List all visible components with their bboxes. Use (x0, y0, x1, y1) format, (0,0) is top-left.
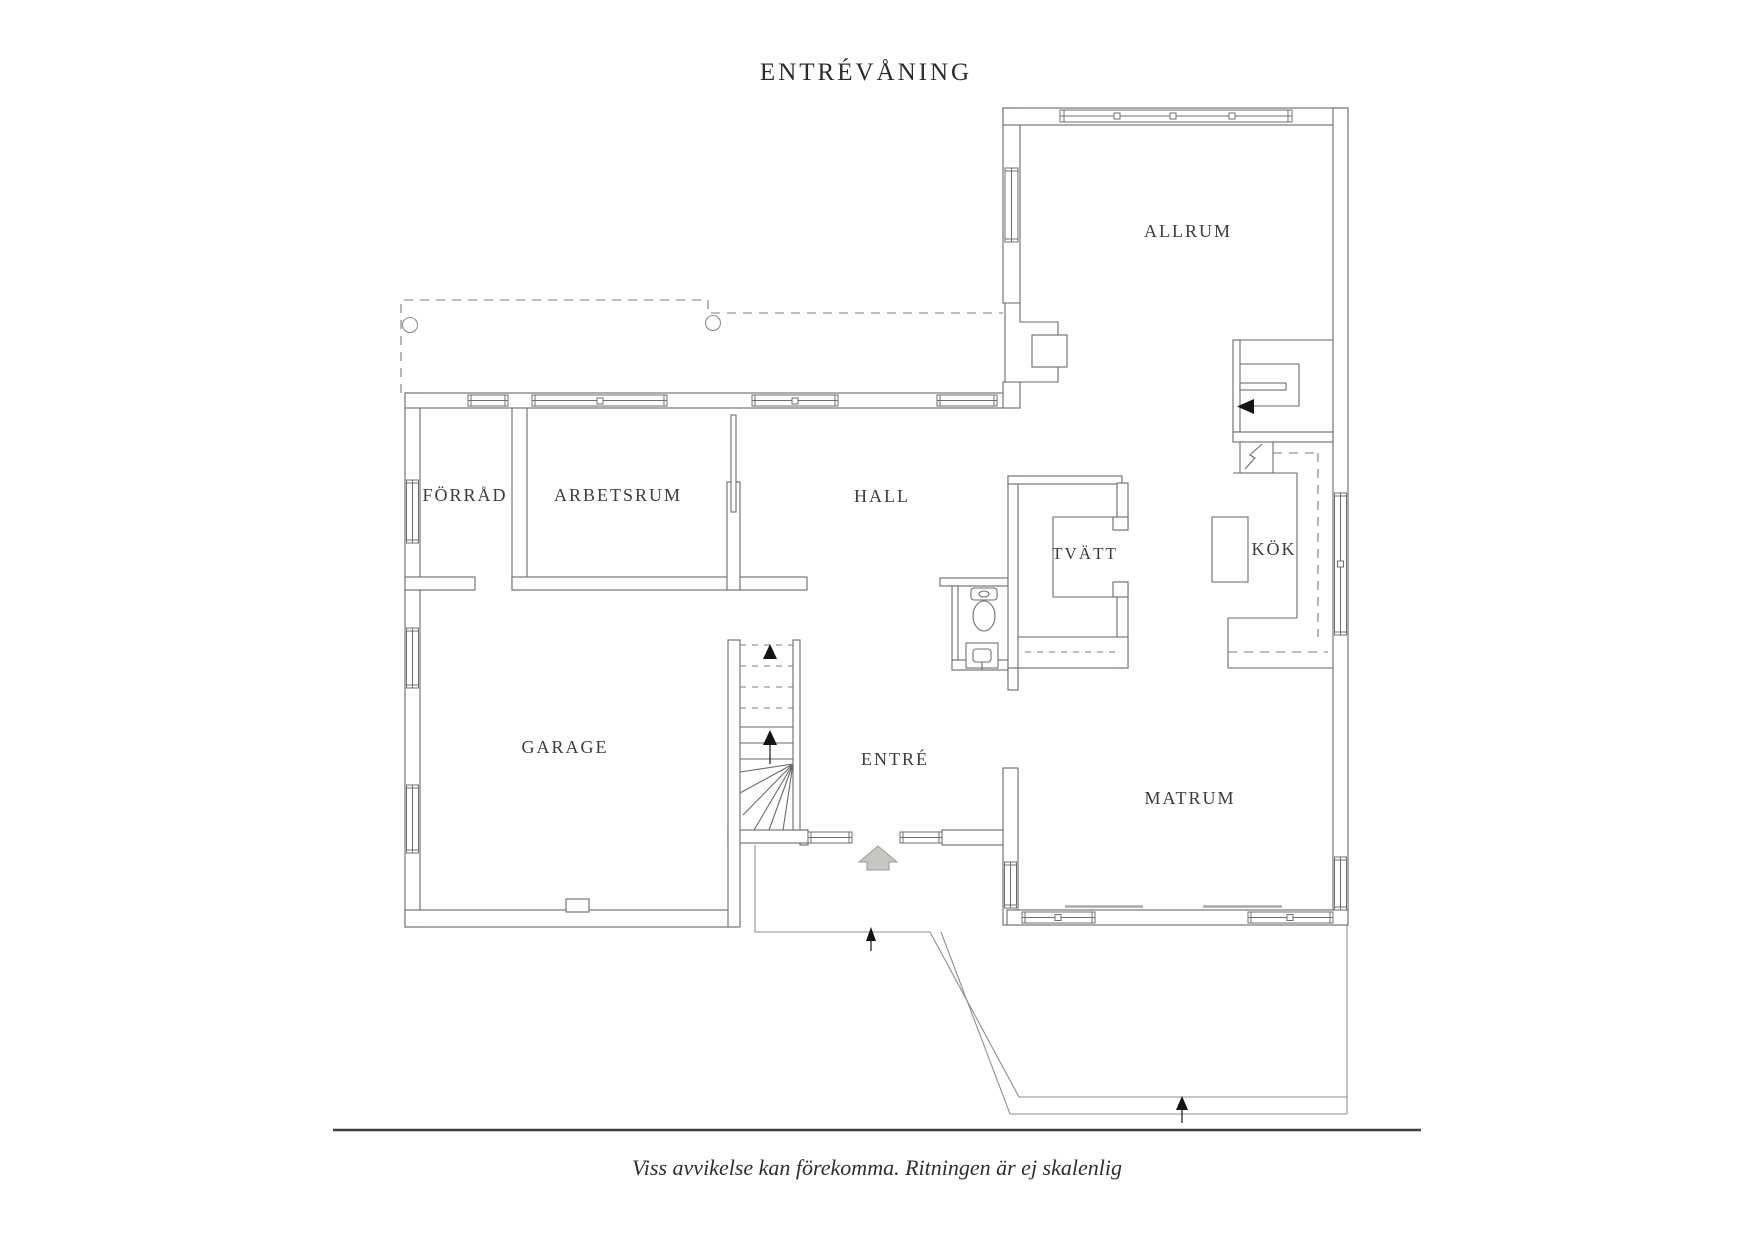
interior-walls (404, 339, 1334, 928)
toilet-icon (972, 600, 996, 632)
room-label-forrad: FÖRRÅD (422, 485, 507, 505)
stair-east-wall (792, 639, 801, 831)
kitchen-counter-outline (1227, 472, 1333, 669)
toilet-button (978, 590, 990, 598)
window-icon (467, 394, 509, 407)
deck-outline (754, 845, 1348, 1123)
tvatt-inner-counter (1052, 516, 1113, 598)
basement-stair-south-wall (1232, 431, 1334, 443)
entre-south-wall-b (941, 829, 1008, 846)
window-icon (807, 831, 853, 844)
window-icon (1021, 911, 1096, 924)
window-icon (1004, 167, 1019, 243)
stair-up-arrow-icon (763, 730, 777, 745)
windows-entre-south (807, 831, 943, 844)
window-icon (1059, 109, 1293, 123)
tvatt-east-return-lower (1112, 581, 1129, 598)
fireplace (1004, 302, 1068, 383)
stair-up-arrow-icon (763, 644, 777, 659)
window-icon (406, 479, 419, 544)
labels: ENTRÉVÅNING ALLRUM FÖRRÅD ARBETSRUM HALL… (422, 58, 1297, 808)
wc-fixtures (965, 587, 999, 670)
window-icon (406, 627, 419, 689)
tvatt-north-wall (1007, 475, 1123, 485)
wc-west-wall (951, 585, 959, 661)
page-title: ENTRÉVÅNING (760, 58, 972, 86)
room-label-allrum: ALLRUM (1144, 221, 1232, 241)
windows-west-wall (406, 479, 419, 854)
window-icon (899, 831, 943, 844)
footer: Viss avvikelse kan förekomma. Ritningen … (333, 1128, 1421, 1180)
room-label-hall: HALL (854, 486, 910, 506)
windows-allrum-north (1059, 109, 1293, 123)
window-icon (1334, 492, 1347, 636)
carport-overhang (400, 299, 1003, 393)
kitchen-island-icon (1211, 516, 1249, 583)
garage-north-wall-b (511, 576, 808, 591)
stair-west-wall (727, 639, 741, 928)
window-icon (1334, 856, 1347, 911)
room-label-tvatt: TVÄTT (1052, 544, 1118, 563)
basement-staircase (1237, 363, 1300, 414)
forrad-east-wall (511, 407, 528, 591)
wc-north-wall (939, 577, 1009, 587)
porch-step-arrow-icon (866, 927, 876, 941)
carport-post-icon (704, 314, 722, 332)
footer-disclaimer: Viss avvikelse kan förekomma. Ritningen … (632, 1155, 1122, 1180)
window-icon (1247, 911, 1334, 924)
basement-stair-west-wall (1232, 339, 1241, 433)
room-label-entre: ENTRÉ (861, 748, 929, 769)
tvatt-south-stub (1007, 667, 1019, 691)
kitchen-fittings (1211, 441, 1333, 669)
windows-north-west (467, 394, 998, 407)
tvatt-west-wall (1007, 475, 1019, 681)
window-icon (406, 784, 419, 854)
arbetsrum-door-leaf (730, 414, 737, 513)
windows-east-wall (1334, 492, 1347, 911)
stair-down-arrow-icon (1237, 399, 1254, 414)
allrum-west-wall-lower (1002, 381, 1021, 409)
deck-step-arrow-icon (1176, 1096, 1188, 1110)
room-label-kok: KÖK (1252, 539, 1297, 559)
carport-post-icon (401, 316, 419, 334)
window-icon (751, 394, 839, 407)
window-icon (936, 394, 998, 407)
kitchen-overhead-cabinets-dash (1228, 452, 1328, 653)
main-staircase (739, 644, 794, 831)
stair-winders (739, 763, 794, 831)
basement-stair-landing (1239, 382, 1287, 391)
fireplace-box-icon (1031, 334, 1068, 368)
window-icon (531, 394, 668, 407)
entrance-arrow-icon (857, 845, 899, 871)
garage-door-post (565, 898, 590, 913)
window-icon (1004, 861, 1017, 909)
room-label-garage: GARAGE (522, 737, 609, 757)
garage-north-wall-a (404, 576, 476, 591)
room-label-matrum: MATRUM (1144, 788, 1235, 808)
tvatt-east-return-upper (1112, 516, 1129, 531)
sink-basin (972, 648, 992, 663)
windows-matrum-south (1021, 905, 1334, 924)
stair-upper-flight-dashed (740, 644, 793, 709)
room-label-arbetsrum: ARBETSRUM (554, 485, 682, 505)
appliance-zigzag-icon (1244, 443, 1263, 470)
